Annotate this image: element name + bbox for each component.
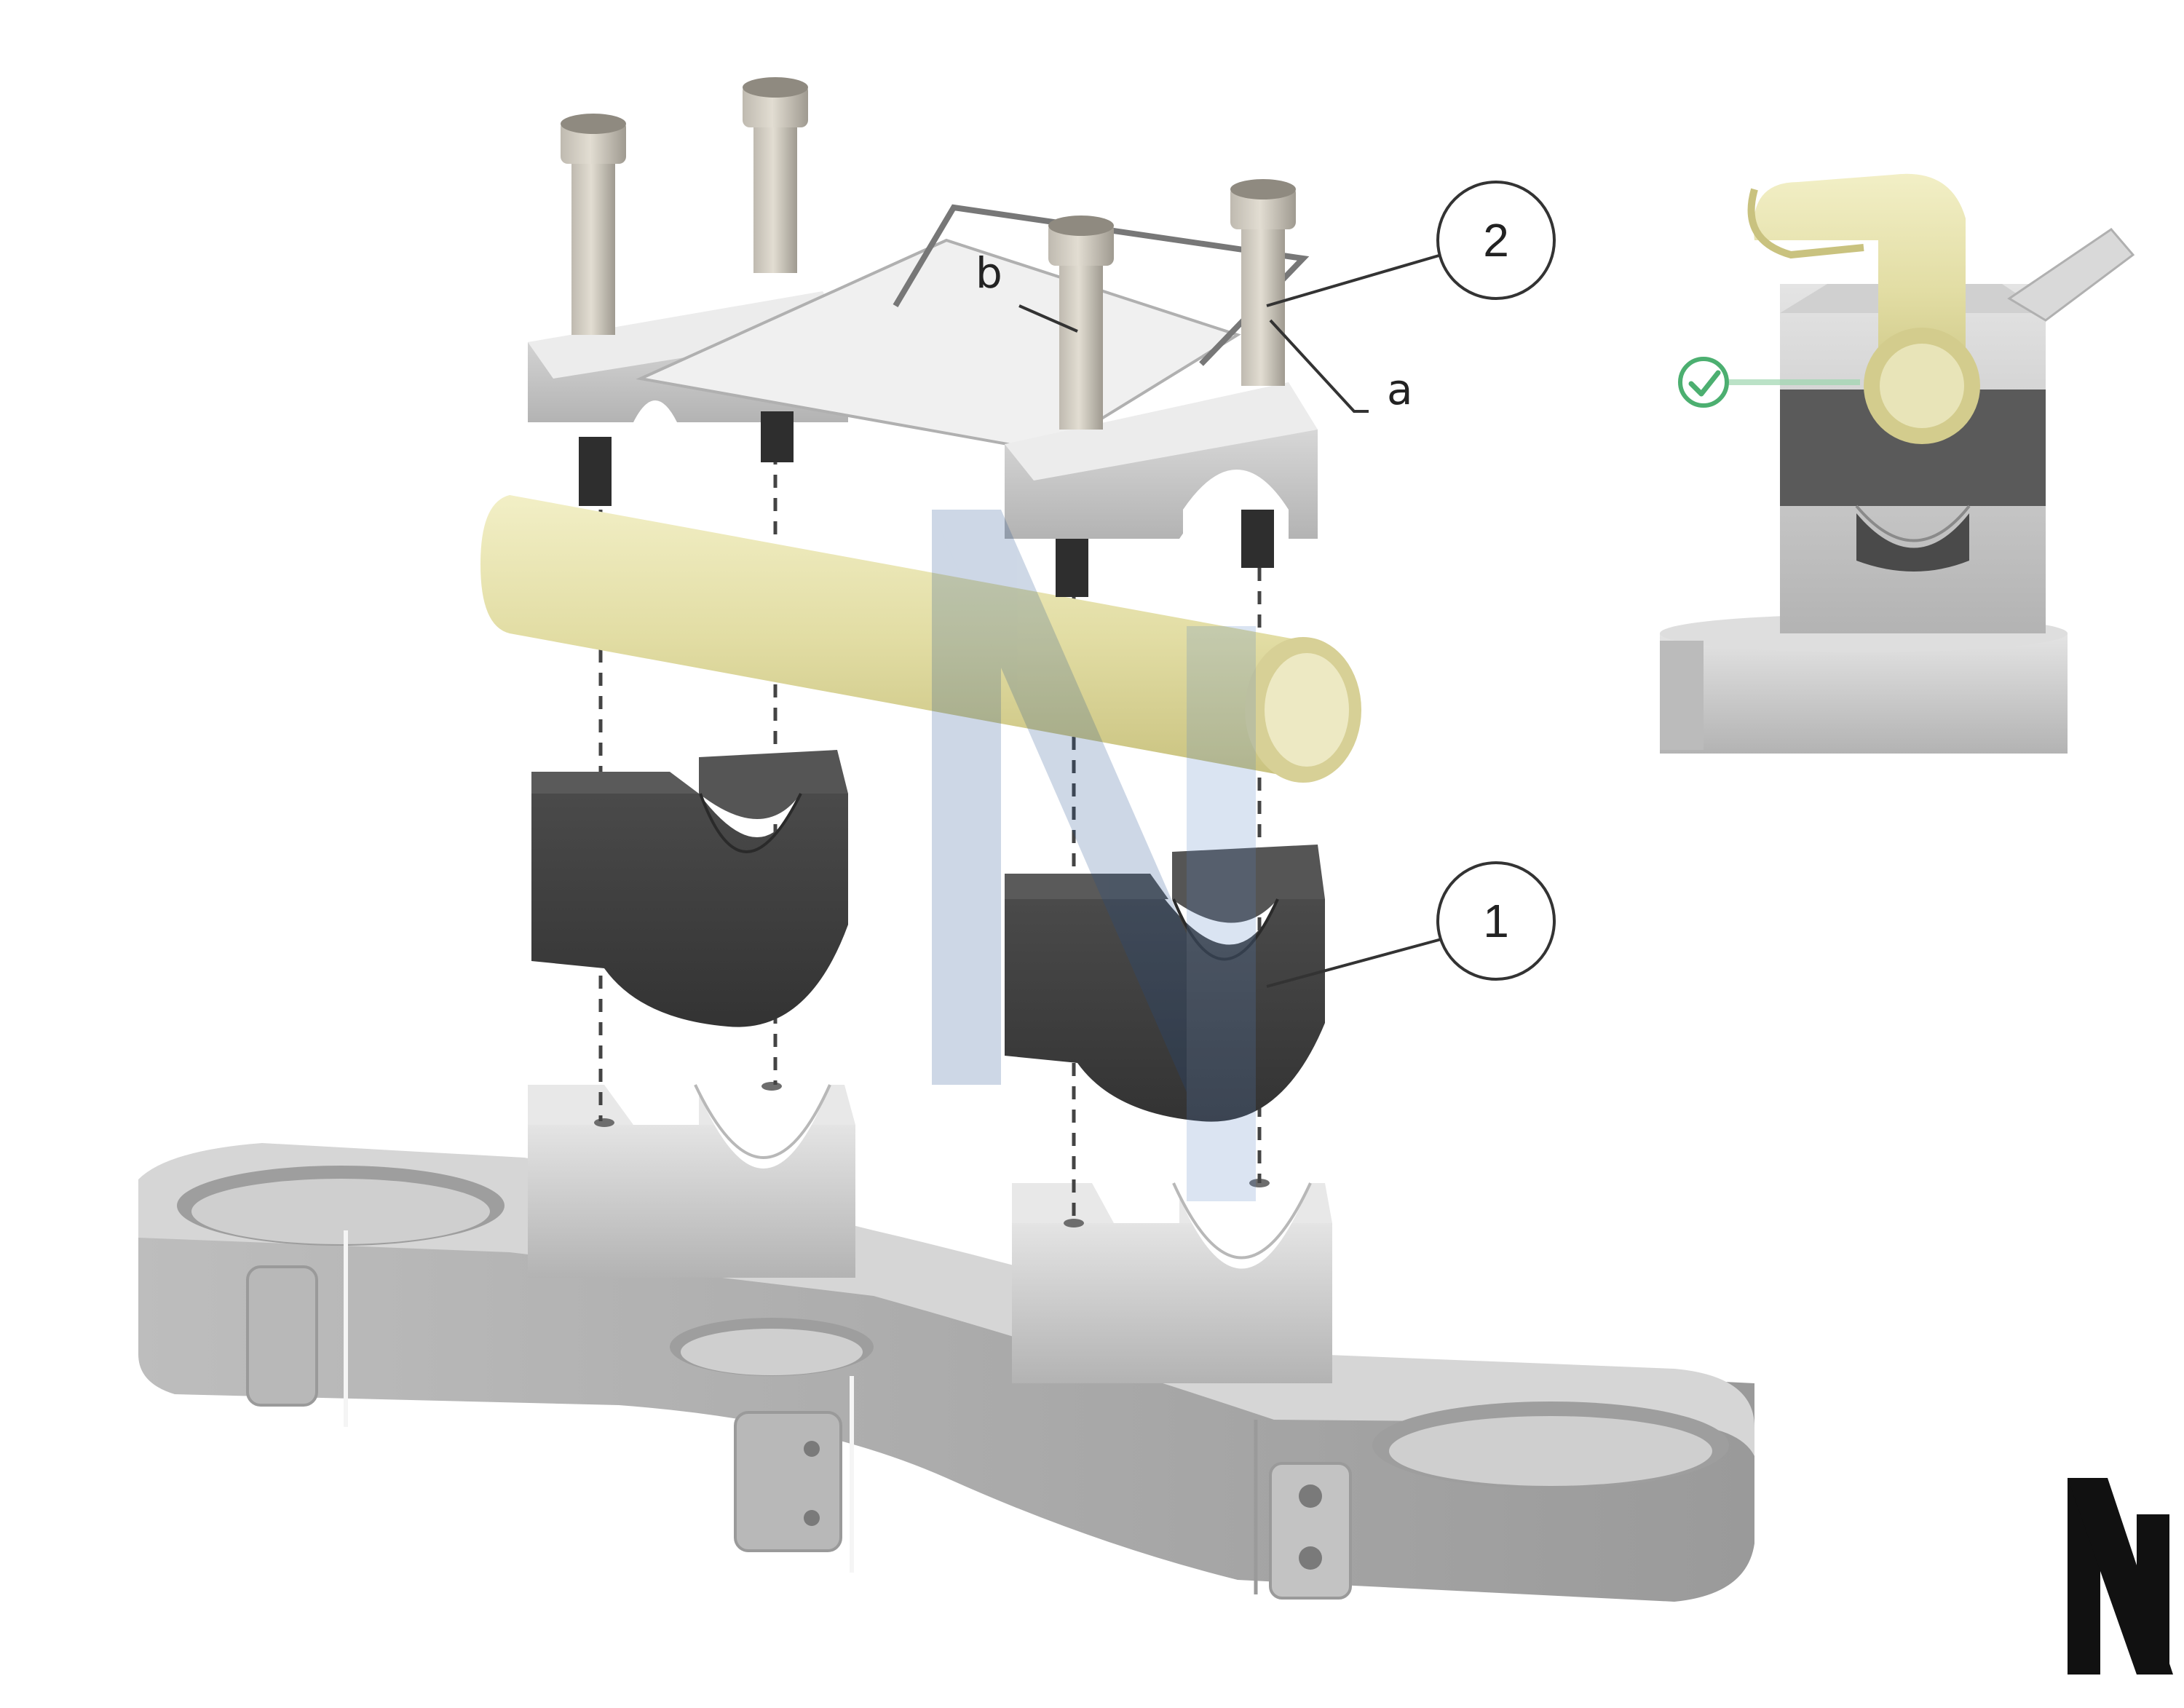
watermark-logo bbox=[932, 510, 1256, 1201]
brand-logo bbox=[2068, 1478, 2173, 1675]
rubber-bushing-left bbox=[531, 750, 848, 1027]
callout-leaders bbox=[1018, 253, 1442, 988]
callout-letter-a: a bbox=[1387, 365, 1413, 414]
bolt-4 bbox=[1230, 179, 1296, 386]
bolt-3 bbox=[1048, 216, 1114, 430]
callout-letter-b: b bbox=[976, 248, 1002, 298]
triple-clamp bbox=[138, 1143, 1754, 1602]
bolt-1 bbox=[561, 114, 626, 335]
handlebar-tube bbox=[480, 495, 1361, 783]
bolt-2 bbox=[743, 77, 808, 273]
callout-2-label: 2 bbox=[1483, 214, 1509, 266]
callout-2: 2 bbox=[1436, 181, 1556, 300]
lower-riser-right bbox=[1012, 1179, 1332, 1383]
detail-view bbox=[1660, 173, 2135, 754]
callout-1-label: 1 bbox=[1483, 895, 1509, 947]
lower-riser-left bbox=[528, 1082, 855, 1278]
callout-1: 1 bbox=[1436, 861, 1556, 981]
rubber-bushing-right bbox=[1005, 845, 1325, 1122]
upper-clamp-right bbox=[1005, 382, 1318, 597]
check-circle-icon bbox=[1678, 357, 1860, 408]
